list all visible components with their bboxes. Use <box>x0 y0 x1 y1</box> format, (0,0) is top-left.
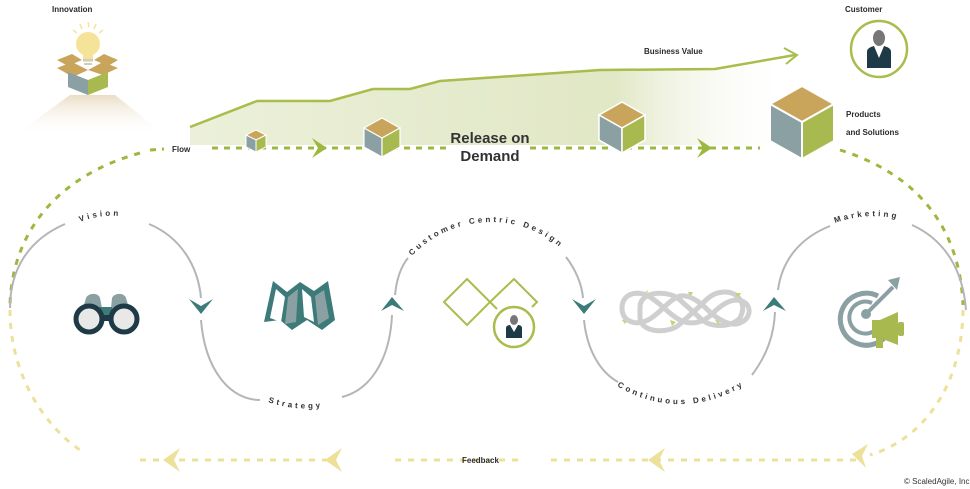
continuous-delivery-label: Continuous Delivery <box>616 379 746 406</box>
outer-loop-green-right <box>839 148 965 306</box>
release-on-demand-label: Release on Demand <box>440 130 540 166</box>
flow-line-left <box>149 147 165 152</box>
cd-arc-right <box>751 311 776 376</box>
strategy-arc-right <box>341 314 393 398</box>
infinity-shape <box>619 290 752 327</box>
feedback-arrow-icon <box>325 448 342 472</box>
customer-avatar-icon <box>849 19 909 79</box>
vision-arc-right <box>148 223 202 299</box>
map-icon <box>264 281 335 330</box>
cd-arc-left <box>583 319 619 383</box>
ccd-arc-right <box>565 256 584 299</box>
outer-loop-green-left <box>8 151 141 306</box>
outer-loop-yellow-right <box>869 309 965 457</box>
innovation-beam <box>15 95 165 135</box>
cycle-arrow-down-icon <box>572 299 596 314</box>
outer-loop-yellow-left <box>8 309 81 452</box>
flow-arrow-icon <box>312 138 327 158</box>
cube-icon-small <box>244 129 268 153</box>
vision-label: Vision <box>78 209 122 224</box>
business-value-line <box>189 53 796 129</box>
feedback-arrow-icon <box>852 444 868 468</box>
cube-icon-medium <box>362 117 402 159</box>
strategy-arc-left <box>200 319 261 401</box>
marketing-arc-left <box>777 225 831 291</box>
feedback-label: Feedback <box>462 456 499 465</box>
strategy-label: Strategy <box>267 395 323 410</box>
cycle-arrow-down-icon <box>189 299 213 314</box>
flow-label: Flow <box>172 145 191 154</box>
customer-centric-design-label: Customer Centric Design <box>407 215 566 257</box>
cycle-arrow-up-icon <box>381 297 404 311</box>
business-value-arrowhead <box>783 47 799 65</box>
flow-arrow-icon <box>697 138 712 158</box>
customer-centric-design-icon <box>442 277 539 349</box>
marketing-label: Marketing <box>833 209 900 225</box>
products-label-line1: Products <box>846 110 881 119</box>
copyright-label: © ScaledAgile, Inc. <box>904 477 970 486</box>
customer-label: Customer <box>845 5 883 14</box>
release-line-2: Demand <box>460 148 520 165</box>
release-line-1: Release on <box>450 130 530 147</box>
lightbulb-box-icon <box>57 21 118 95</box>
marketing-arc-right <box>911 224 967 311</box>
target-megaphone-icon <box>837 277 904 348</box>
cycle-arrow-up-icon <box>763 297 786 311</box>
feedback-arrow-icon <box>648 448 665 472</box>
innovation-label: Innovation <box>52 5 93 14</box>
cube-icon-products <box>767 84 837 161</box>
cube-icon-large <box>597 101 647 155</box>
business-value-label: Business Value <box>644 47 703 56</box>
feedback-arrow-icon <box>163 448 180 472</box>
binoculars-icon <box>73 293 140 335</box>
vision-arc-left <box>9 223 66 309</box>
ccd-arc-left <box>394 257 409 296</box>
products-label-line2: and Solutions <box>846 128 899 137</box>
